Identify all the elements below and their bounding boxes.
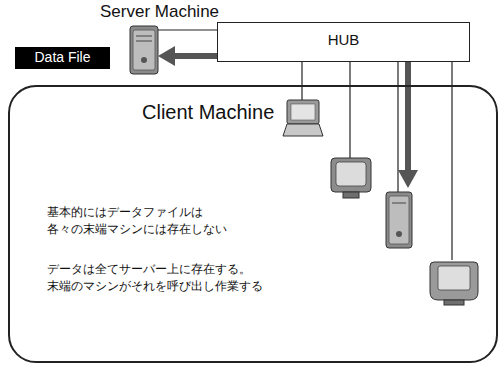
region-heading: Client Machine — [142, 101, 274, 124]
server-button — [141, 57, 147, 63]
client-region: Client Machine 基本的にはデータファイルは 各々の末端マシンには存在… — [8, 85, 498, 363]
network-wire — [301, 62, 302, 85]
server-icon — [130, 26, 158, 74]
imac-stand — [444, 300, 464, 305]
laptop-base — [283, 124, 323, 136]
network-wire — [349, 62, 350, 85]
tower-case — [386, 192, 412, 248]
monitor-case — [331, 158, 371, 192]
data-file-box: Data File — [15, 47, 110, 69]
imac-screen — [438, 266, 470, 290]
laptop-screen — [291, 104, 315, 120]
server-label: Server Machine — [100, 2, 219, 22]
monitor-icon — [331, 158, 371, 198]
tower-icon — [386, 192, 412, 248]
network-wire — [158, 29, 217, 30]
network-wire — [451, 62, 452, 85]
tower-front — [389, 196, 409, 244]
flow-arrow-shaft — [405, 53, 411, 172]
hub-box: HUB — [217, 22, 470, 62]
tower-bay — [392, 203, 406, 204]
flow-arrow-head — [158, 46, 175, 66]
tower-button — [396, 231, 402, 237]
monitor-screen — [336, 162, 366, 186]
server-bay — [136, 41, 152, 42]
network-wire — [301, 86, 302, 100]
imac-icon — [430, 262, 478, 305]
box-label: HUB — [328, 32, 360, 49]
server-front — [133, 30, 155, 70]
network-wire — [397, 62, 398, 192]
monitor-stand — [343, 192, 359, 198]
network-wire — [451, 86, 452, 260]
imac-case — [430, 262, 478, 300]
flow-arrow-shaft — [172, 53, 408, 59]
flow-arrow-head — [398, 170, 418, 188]
note-text: 基本的にはデータファイルは 各々の末端マシンには存在しない — [47, 204, 262, 238]
laptop-lid — [287, 100, 319, 124]
note-text: データは全てサーバー上に存在する。 末端のマシンがそれを呼び出し作業する — [47, 261, 297, 295]
network-wire — [349, 86, 350, 158]
data-flow-arrow — [158, 46, 418, 188]
server-case — [130, 26, 158, 74]
laptop-icon — [283, 100, 323, 136]
server-bay — [136, 36, 152, 37]
box-label: Data File — [34, 50, 90, 65]
